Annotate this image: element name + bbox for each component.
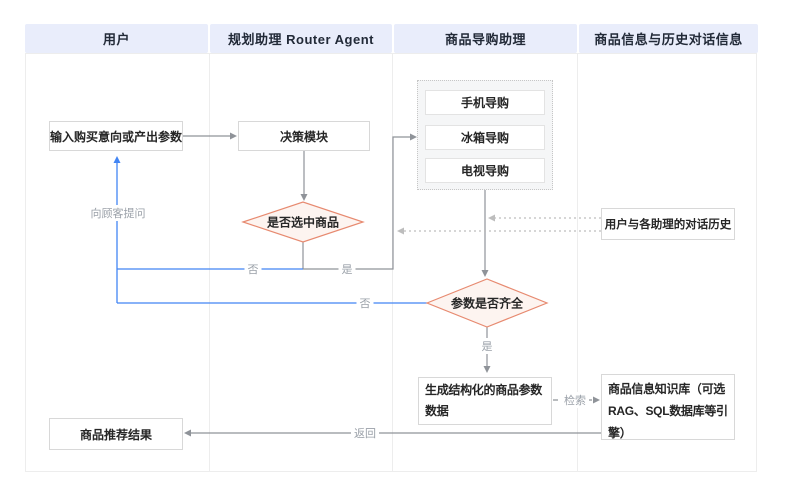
selected-check-label: 是否选中商品: [266, 215, 340, 230]
lane-divider-2: [392, 53, 393, 472]
phone-guide-node: 手机导购: [425, 90, 545, 115]
input-intent-node: 输入购买意向或产出参数: [49, 121, 183, 151]
edge-label-ask-customer: 向顾客提问: [87, 205, 149, 221]
lane-divider-3: [577, 53, 578, 472]
params-check-label: 参数是否齐全: [450, 296, 524, 311]
edge-label-no-selected: 否: [244, 261, 262, 277]
decision-module-node: 决策模块: [238, 121, 370, 151]
edge-label-no-params: 否: [356, 295, 374, 311]
recommendation-result-node: 商品推荐结果: [49, 418, 183, 450]
edge-label-return: 返回: [351, 425, 379, 441]
lane-header-info-history: 商品信息与历史对话信息: [579, 24, 758, 53]
lane-header-router-agent: 规划助理 Router Agent: [210, 24, 392, 53]
lane-header-shopping-guide: 商品导购助理: [394, 24, 577, 53]
lane-header-user: 用户: [25, 24, 208, 53]
edge-label-yes-selected: 是: [338, 261, 356, 277]
edge-label-retrieve: 检索: [561, 392, 589, 408]
tv-guide-node: 电视导购: [425, 158, 545, 183]
knowledge-base-node: 商品信息知识库（可选RAG、SQL数据库等引擎）: [601, 374, 735, 440]
dialog-history-node: 用户与各助理的对话历史: [601, 208, 735, 240]
fridge-guide-node: 冰箱导购: [425, 125, 545, 150]
edge-label-yes-params: 是: [478, 338, 496, 354]
generate-params-node: 生成结构化的商品参数数据: [418, 377, 552, 425]
lane-body-frame: [25, 53, 757, 472]
lane-divider-1: [209, 53, 210, 472]
